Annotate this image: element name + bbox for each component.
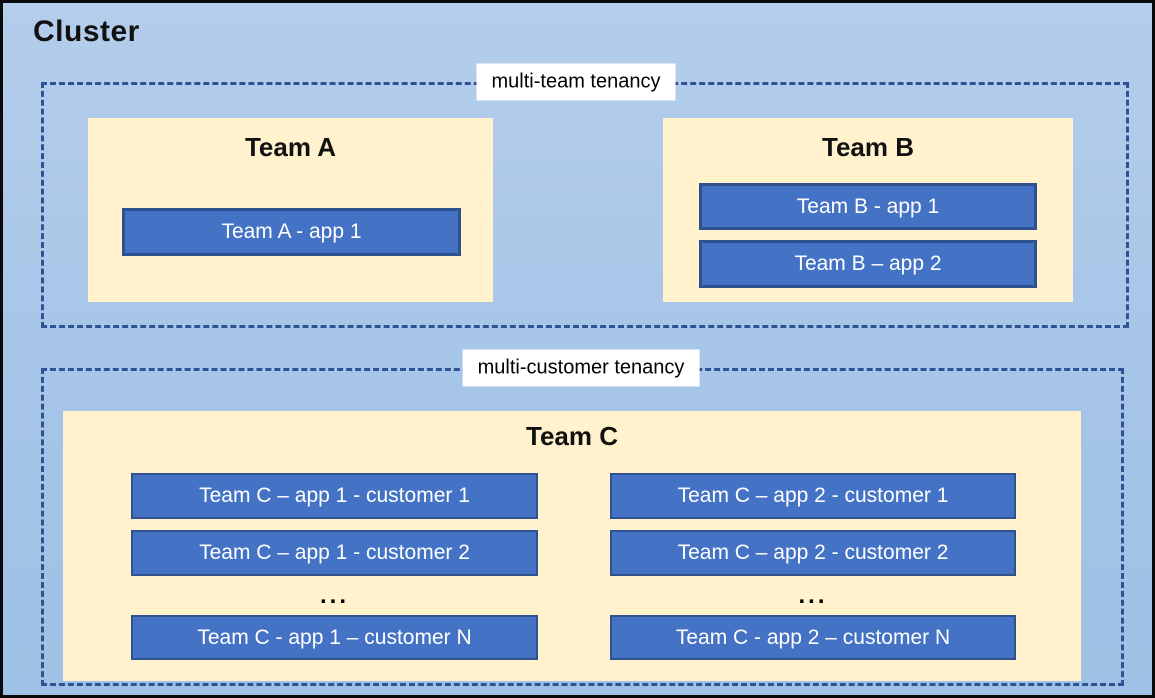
team-c-panel: Team C Team C – app 1 - customer 1 Team …	[63, 411, 1081, 681]
team-c-app-2-column: Team C – app 2 - customer 1 Team C – app…	[610, 473, 1016, 660]
team-b-app-2-box: Team B – app 2	[699, 240, 1037, 288]
team-c-app2-ellipsis: ...	[798, 581, 828, 609]
team-b-title: Team B	[822, 132, 914, 162]
team-b-app-1-box: Team B - app 1	[699, 183, 1037, 230]
team-a-app-1-box: Team A - app 1	[122, 208, 461, 256]
cluster-title: Cluster	[33, 15, 140, 48]
team-c-app1-customer-2-box: Team C – app 1 - customer 2	[131, 530, 538, 576]
team-c-app2-customer-n-box: Team C - app 2 – customer N	[610, 615, 1016, 660]
team-c-app-1-column: Team C – app 1 - customer 1 Team C – app…	[131, 473, 538, 660]
team-c-app1-customer-n-box: Team C - app 1 – customer N	[131, 615, 538, 660]
team-c-app2-customer-2-box: Team C – app 2 - customer 2	[610, 530, 1016, 576]
multi-customer-tenancy-label: multi-customer tenancy	[462, 349, 700, 387]
team-a-title: Team A	[244, 132, 337, 162]
team-b-panel: Team B Team B - app 1 Team B – app 2	[663, 118, 1073, 302]
team-c-app2-customer-1-box: Team C – app 2 - customer 1	[610, 473, 1016, 519]
team-c-app1-ellipsis: ...	[319, 581, 349, 609]
team-a-panel: Team A Team A - app 1	[88, 118, 493, 302]
multi-team-tenancy-label: multi-team tenancy	[476, 63, 676, 101]
team-c-title: Team C	[526, 421, 618, 451]
team-c-app1-customer-1-box: Team C – app 1 - customer 1	[131, 473, 538, 519]
